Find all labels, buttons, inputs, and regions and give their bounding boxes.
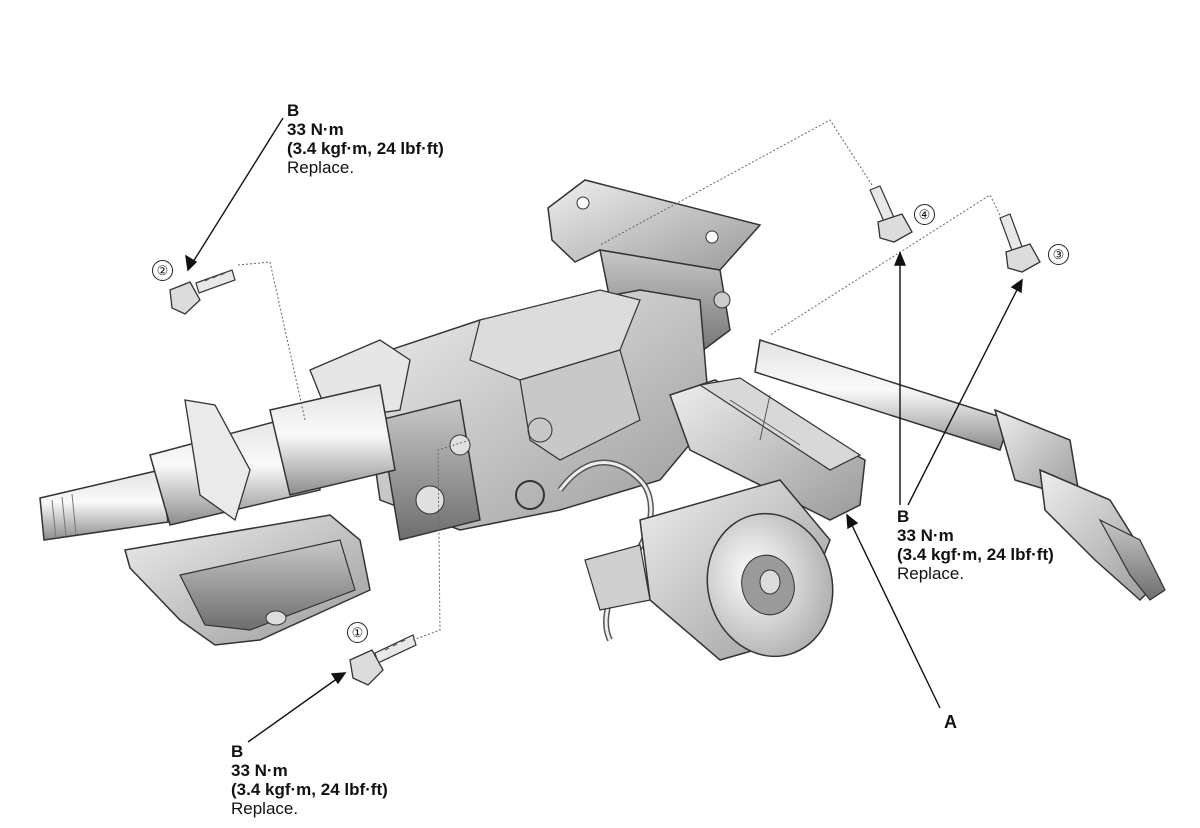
bolt-number-1: ① — [347, 622, 368, 643]
callout-letter: B — [231, 742, 244, 761]
leader-arrows — [185, 117, 1023, 743]
bolt-4 — [869, 185, 913, 243]
intermediate-shaft — [754, 339, 1166, 602]
eps-motor — [584, 479, 834, 661]
replace-note: Replace. — [231, 799, 299, 818]
torque-value: 33 N·m — [897, 526, 954, 545]
torque-alt-units: (3.4 kgf·m, 24 lbf·ft) — [287, 139, 444, 158]
torque-value: 33 N·m — [287, 120, 344, 139]
bolt-1 — [349, 634, 417, 686]
callout-letter: B — [897, 507, 910, 526]
bolt-2 — [169, 269, 236, 315]
torque-alt-units: (3.4 kgf·m, 24 lbf·ft) — [231, 780, 388, 799]
bolt-number-4: ④ — [914, 204, 935, 225]
tilt-bracket — [124, 514, 371, 646]
torque-callout-right: B 33 N·m (3.4 kgf·m, 24 lbf·ft) Replace. — [897, 507, 1054, 583]
replace-note: Replace. — [897, 564, 965, 583]
replace-note: Replace. — [287, 158, 355, 177]
torque-callout-bottom-left: B 33 N·m (3.4 kgf·m, 24 lbf·ft) Replace. — [231, 742, 388, 818]
bolt-number-2: ② — [152, 260, 173, 281]
eps-control-unit — [669, 377, 866, 521]
callout-letter: B — [287, 101, 300, 120]
label-a: A — [944, 712, 957, 732]
bolt-number-3: ③ — [1048, 244, 1069, 265]
steering-shaft — [39, 384, 396, 541]
torque-callout-top-left: B 33 N·m (3.4 kgf·m, 24 lbf·ft) Replace. — [287, 101, 444, 177]
torque-value: 33 N·m — [231, 761, 288, 780]
bolt-3 — [999, 213, 1041, 273]
torque-alt-units: (3.4 kgf·m, 24 lbf·ft) — [897, 545, 1054, 564]
alignment-lines — [237, 119, 1001, 641]
